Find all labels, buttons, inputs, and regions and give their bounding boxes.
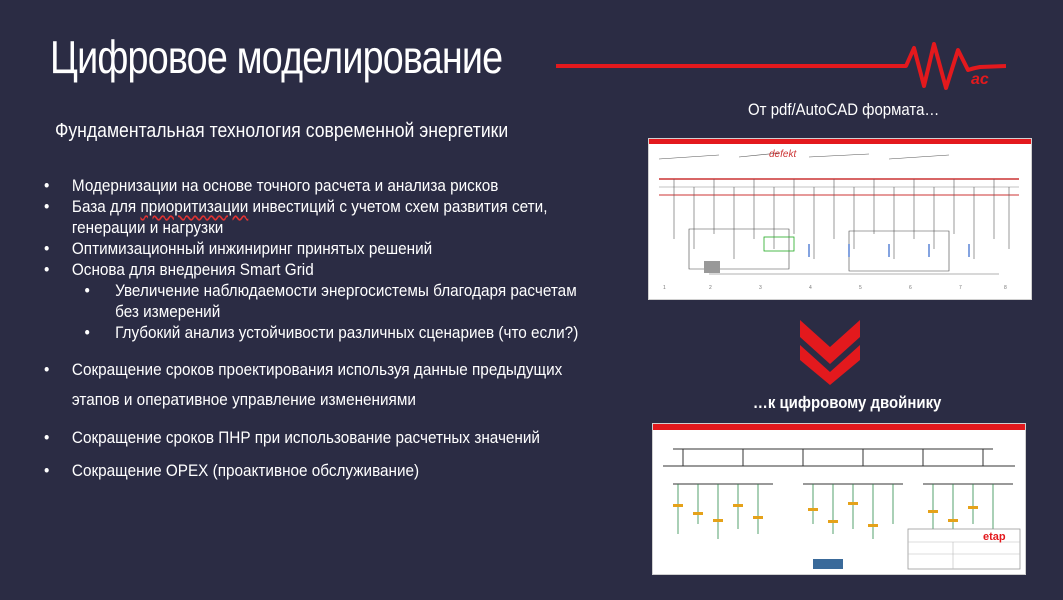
bullet-text: инвестиций с учетом схем развития сети, … bbox=[71, 197, 548, 237]
svg-text:5: 5 bbox=[859, 285, 862, 291]
label-from-pdf: От pdf/AutoCAD формата… bbox=[748, 100, 940, 119]
pdf-autocad-diagram-image: defekt 1 2 3 4 5 6 7 8 bbox=[648, 138, 1032, 300]
bullet-text: Сокращение сроков ПНР при использование … bbox=[71, 428, 540, 447]
bullet-text: Оптимизационный инжиниринг принятых реше… bbox=[71, 239, 433, 258]
svg-text:4: 4 bbox=[809, 285, 812, 291]
bullet-item: Модернизации на основе точного расчета и… bbox=[44, 175, 593, 196]
spellcheck-word: приоритизации bbox=[140, 197, 249, 216]
bullet-item: Сокращение сроков ПНР при использование … bbox=[44, 427, 593, 448]
etap-logo-text: etap bbox=[983, 531, 1006, 543]
svg-text:3: 3 bbox=[759, 285, 762, 291]
bullet-text: Сокращение OPEX (проактивное обслуживани… bbox=[71, 461, 420, 480]
bullet-item: Сокращение сроков проектирования использ… bbox=[44, 355, 593, 415]
bullet-text: Увеличение наблюдаемости энергосистемы б… bbox=[115, 281, 577, 321]
bullet-text: Модернизации на основе точного расчета и… bbox=[71, 176, 499, 195]
sub-bullet-item: Глубокий анализ устойчивости различных с… bbox=[44, 322, 593, 343]
svg-text:2: 2 bbox=[709, 285, 712, 291]
svg-text:7: 7 bbox=[959, 285, 962, 291]
sub-bullet-item: Увеличение наблюдаемости энергосистемы б… bbox=[44, 280, 593, 322]
svg-text:1: 1 bbox=[663, 285, 666, 291]
brand-logo-wave: ac bbox=[556, 42, 1006, 90]
svg-text:6: 6 bbox=[909, 285, 912, 291]
brand-logo-text: ac bbox=[971, 71, 989, 88]
digital-twin-diagram-image: etap bbox=[652, 423, 1026, 575]
svg-text:defekt: defekt bbox=[769, 149, 797, 160]
bullet-text: Сокращение сроков проектирования использ… bbox=[71, 360, 563, 409]
bullet-item: Основа для внедрения Smart Grid bbox=[44, 259, 593, 280]
bullet-text: Основа для внедрения Smart Grid bbox=[71, 260, 314, 279]
bullet-text: Глубокий анализ устойчивости различных с… bbox=[115, 323, 579, 342]
bullet-text: База для bbox=[71, 197, 141, 216]
bullet-item: Оптимизационный инжиниринг принятых реше… bbox=[44, 238, 593, 259]
page-title: Цифровое моделирование bbox=[50, 31, 503, 83]
bullet-item: База для приоритизации инвестиций с учет… bbox=[44, 196, 593, 238]
label-to-digital-twin: …к цифровому двойнику bbox=[752, 393, 942, 412]
bullet-list: Модернизации на основе точного расчета и… bbox=[44, 175, 593, 481]
page-subtitle: Фундаментальная технология современной э… bbox=[55, 120, 509, 142]
chevron-down-icon bbox=[800, 320, 860, 385]
svg-text:8: 8 bbox=[1004, 285, 1007, 291]
bullet-item: Сокращение OPEX (проактивное обслуживани… bbox=[44, 460, 593, 481]
